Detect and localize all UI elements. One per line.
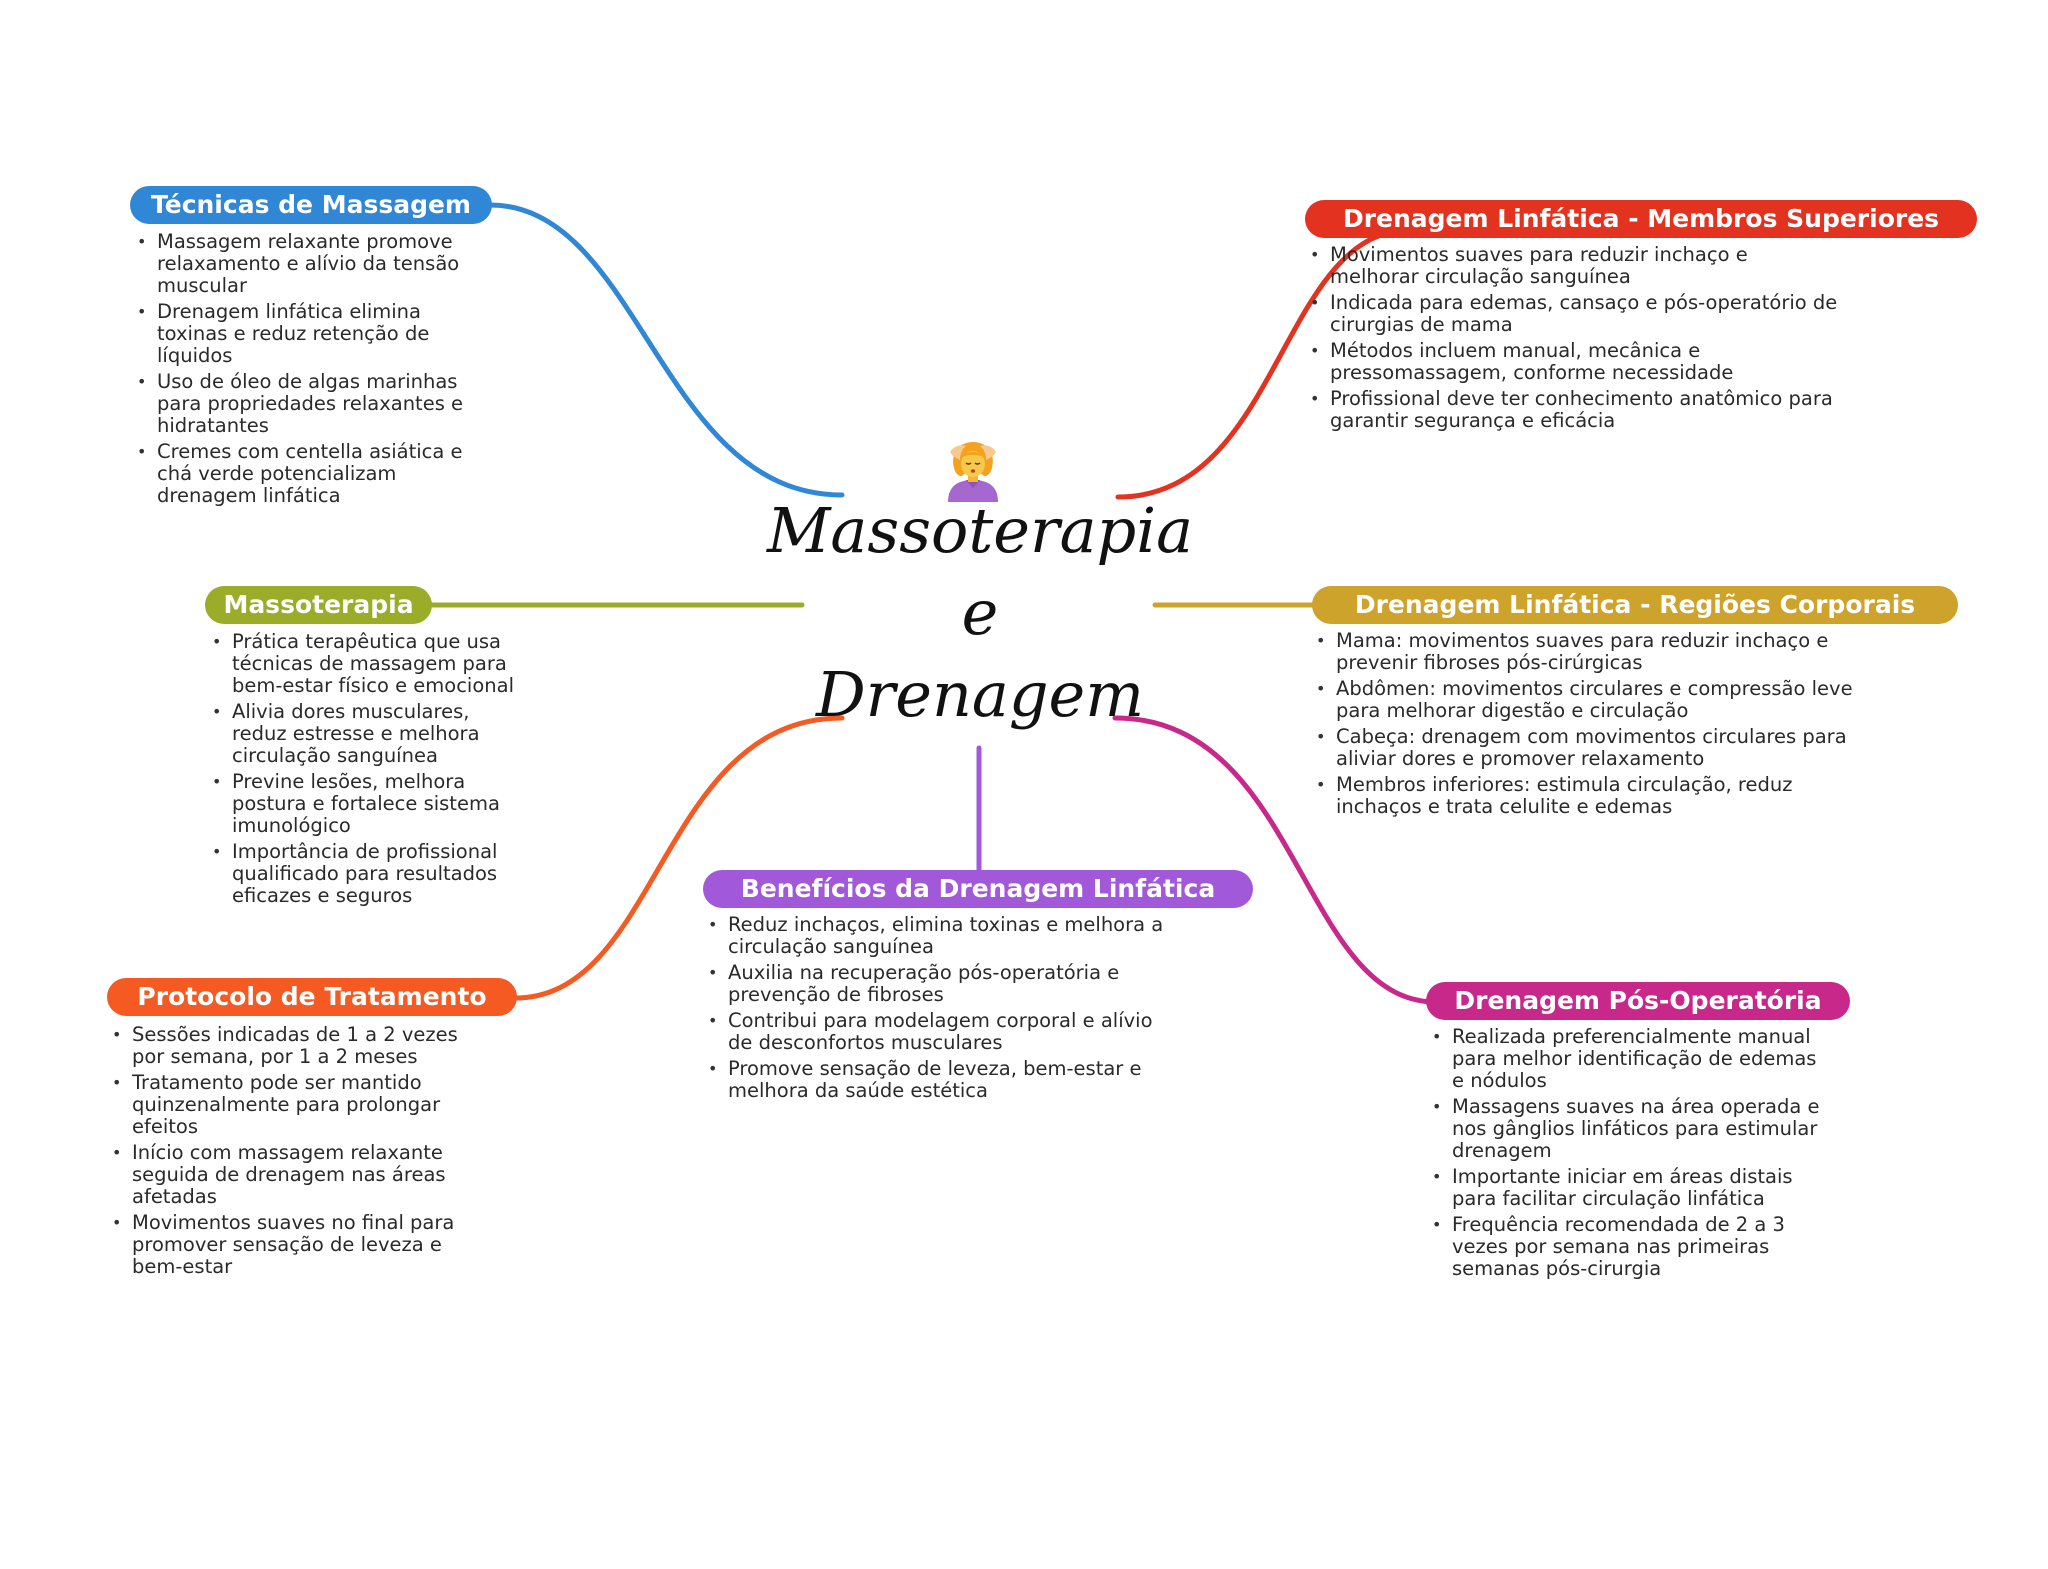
list-item: Massagem relaxante promove relaxamento e… <box>137 231 477 297</box>
branch-list-pos-operatoria: Realizada preferencialmente manual para … <box>1432 1026 1822 1284</box>
list-item: Movimentos suaves no final para promover… <box>112 1212 472 1278</box>
list-item: Sessões indicadas de 1 a 2 vezes por sem… <box>112 1024 472 1068</box>
center-title-line-1: Massoterapia <box>766 494 1194 567</box>
list-item: Movimentos suaves para reduzir inchaço e… <box>1310 244 1840 288</box>
list-item: Importância de profissional qualificado … <box>212 841 522 907</box>
connector-tecnicas <box>487 202 845 498</box>
list-item: Drenagem linfática elimina toxinas e red… <box>137 301 477 367</box>
branch-title-tecnicas: Técnicas de Massagem <box>130 186 492 224</box>
connector-protocolo <box>512 715 845 1001</box>
list-item: Previne lesões, melhora postura e fortal… <box>212 771 522 837</box>
center-title-line-2: e <box>961 576 999 649</box>
list-item: Alivia dores musculares, reduz estresse … <box>212 701 522 767</box>
list-item: Métodos incluem manual, mecânica e press… <box>1310 340 1840 384</box>
branch-title-pos-operatoria: Drenagem Pós-Operatória <box>1426 982 1850 1020</box>
person-getting-massage-icon <box>948 442 998 502</box>
list-item: Reduz inchaços, elimina toxinas e melhor… <box>708 914 1178 958</box>
branch-list-regioes: Mama: movimentos suaves para reduzir inc… <box>1316 630 1876 822</box>
list-item: Frequência recomendada de 2 a 3 vezes po… <box>1432 1214 1822 1280</box>
list-item: Profissional deve ter conhecimento anatô… <box>1310 388 1840 432</box>
list-item: Tratamento pode ser mantido quinzenalmen… <box>112 1072 472 1138</box>
list-item: Abdômen: movimentos circulares e compres… <box>1316 678 1876 722</box>
list-item: Membros inferiores: estimula circulação,… <box>1316 774 1876 818</box>
list-item: Indicada para edemas, cansaço e pós-oper… <box>1310 292 1840 336</box>
list-item: Auxilia na recuperação pós-operatória e … <box>708 962 1178 1006</box>
list-item: Início com massagem relaxante seguida de… <box>112 1142 472 1208</box>
list-item: Mama: movimentos suaves para reduzir inc… <box>1316 630 1876 674</box>
list-item: Cabeça: drenagem com movimentos circular… <box>1316 726 1876 770</box>
branch-list-beneficios: Reduz inchaços, elimina toxinas e melhor… <box>708 914 1178 1106</box>
list-item: Cremes com centella asiática e chá verde… <box>137 441 477 507</box>
list-item: Importante iniciar em áreas distais para… <box>1432 1166 1822 1210</box>
branch-list-superiores: Movimentos suaves para reduzir inchaço e… <box>1310 244 1840 436</box>
branch-list-massoterapia: Prática terapêutica que usa técnicas de … <box>212 631 522 911</box>
list-item: Realizada preferencialmente manual para … <box>1432 1026 1822 1092</box>
list-item: Massagens suaves na área operada e nos g… <box>1432 1096 1822 1162</box>
branch-title-superiores: Drenagem Linfática - Membros Superiores <box>1305 200 1977 238</box>
center-topic-title: Massoterapia e Drenagem <box>760 490 1200 736</box>
list-item: Promove sensação de leveza, bem-estar e … <box>708 1058 1178 1102</box>
branch-title-beneficios: Benefícios da Drenagem Linfática <box>703 870 1253 908</box>
branch-list-tecnicas: Massagem relaxante promove relaxamento e… <box>137 231 477 511</box>
branch-title-massoterapia: Massoterapia <box>205 586 432 624</box>
branch-title-protocolo: Protocolo de Tratamento <box>107 978 517 1016</box>
branch-list-protocolo: Sessões indicadas de 1 a 2 vezes por sem… <box>112 1024 472 1282</box>
connector-pos-operatoria <box>1112 715 1439 1005</box>
center-title-line-3: Drenagem <box>815 658 1145 731</box>
list-item: Contribui para modelagem corporal e alív… <box>708 1010 1178 1054</box>
branch-title-regioes: Drenagem Linfática - Regiões Corporais <box>1312 586 1958 624</box>
list-item: Prática terapêutica que usa técnicas de … <box>212 631 522 697</box>
list-item: Uso de óleo de algas marinhas para propr… <box>137 371 477 437</box>
